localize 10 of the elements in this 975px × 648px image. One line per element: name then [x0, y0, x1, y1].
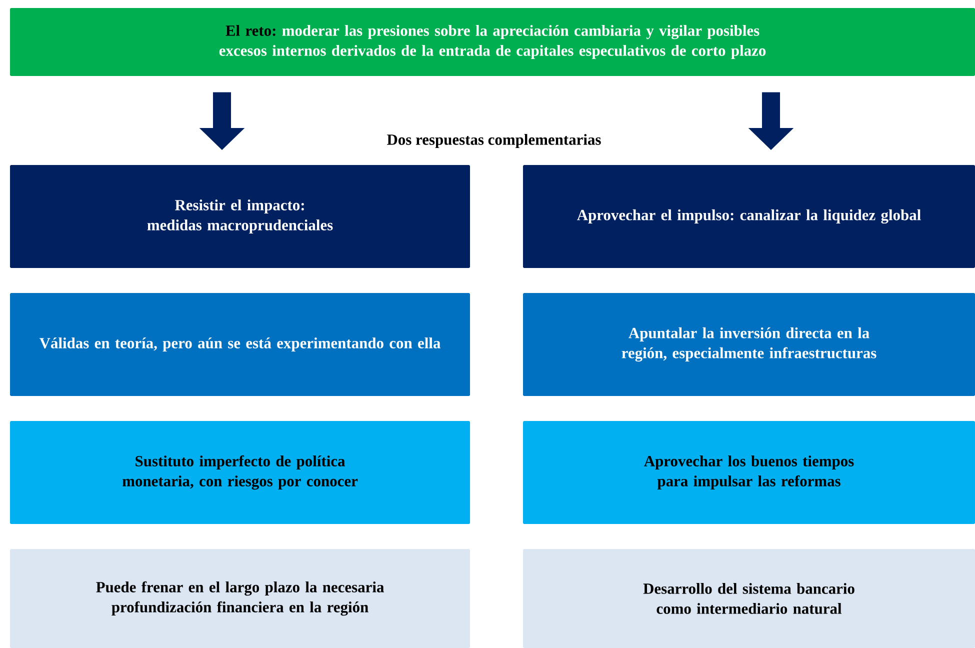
text-box: Aprovechar los buenos tiempos para impulsar las reformas [523, 421, 975, 524]
heading-banner: El reto: moderar las presiones sobre la apreciación cambiaria y vigilar posibles excesos internos derivados de la entrada de capitales especulativos de corto plazo [10, 8, 975, 76]
text-box: Puede frenar en el largo plazo la necesaria profundización financiera en la región [10, 549, 470, 648]
text-box: Resistir el impacto: medidas macroprudenciales [10, 165, 470, 268]
text-box: Sustituto imperfecto de política monetaria, con riesgos por conocer [10, 421, 470, 524]
text-box: Válidas en teoría, pero aún se está experimentando con ella [10, 293, 470, 396]
text-box: Aprovechar el impulso: canalizar la liquidez global [523, 165, 975, 268]
text-box: Desarrollo del sistema bancario como intermediario natural [523, 549, 975, 648]
subheading: Dos respuestas complementarias [387, 134, 601, 148]
text-box: Apuntalar la inversión directa en la región, especialmente infraestructuras [523, 293, 975, 396]
